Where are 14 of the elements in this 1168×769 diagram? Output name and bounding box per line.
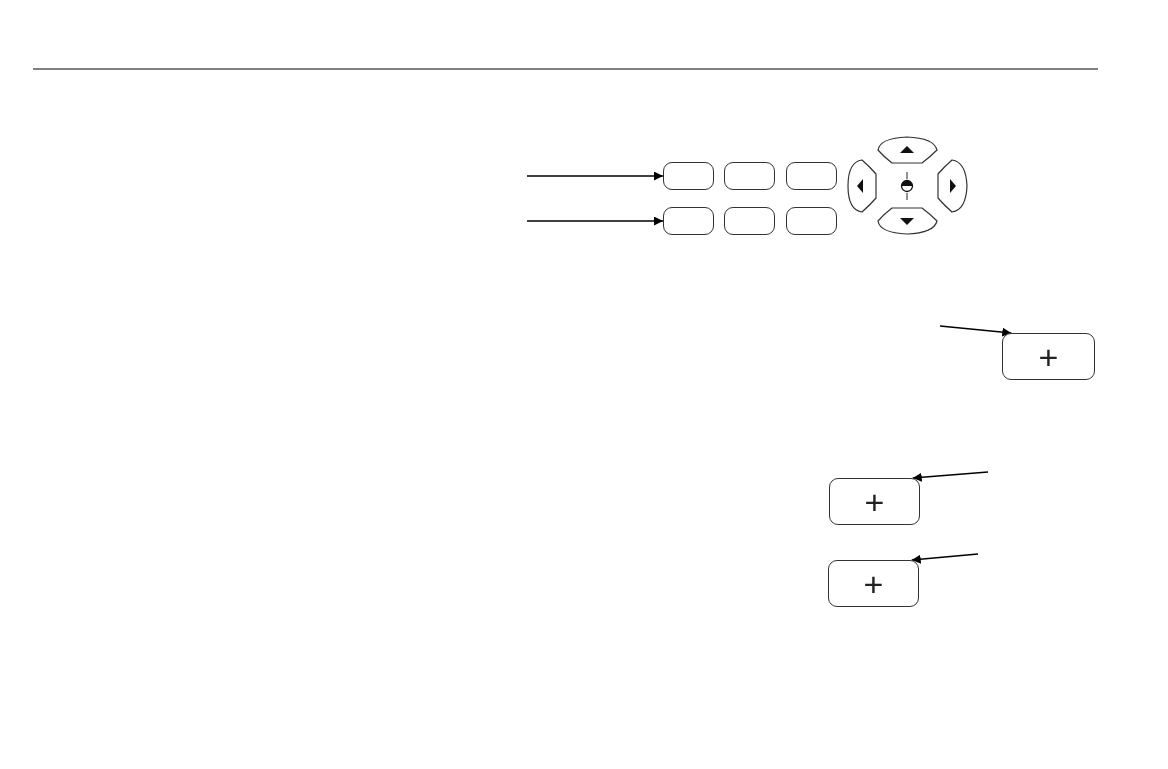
key-button: + (828, 560, 919, 607)
arrow (912, 471, 989, 482)
key-button (724, 162, 775, 190)
key-button (663, 207, 714, 235)
key-button (786, 207, 837, 235)
arrow (526, 216, 664, 226)
key-button: + (1002, 333, 1095, 380)
arrow (911, 553, 979, 564)
arrow (939, 325, 1012, 337)
key-button: + (829, 478, 920, 525)
arrow (526, 171, 664, 181)
key-button (724, 207, 775, 235)
key-button (663, 162, 714, 190)
key-button (786, 162, 837, 190)
